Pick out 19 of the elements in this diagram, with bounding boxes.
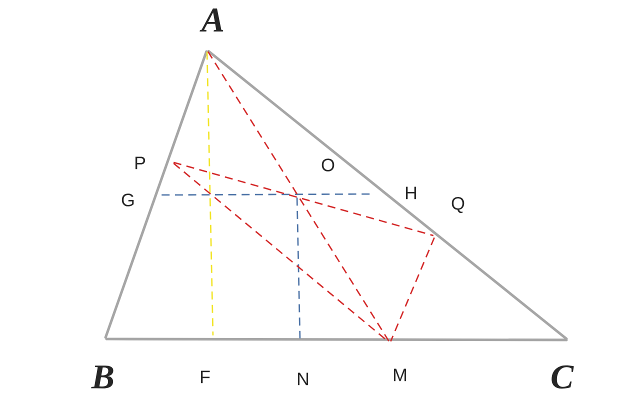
dashed-line <box>296 198 301 338</box>
point-label: M <box>394 368 406 382</box>
point-label: P <box>136 156 146 170</box>
dashed-line <box>207 51 390 342</box>
point-label: N <box>298 372 308 386</box>
triangle-side <box>105 338 568 342</box>
dashed-line <box>173 162 434 236</box>
dashed-line <box>390 237 435 342</box>
point-label: Q <box>452 197 464 213</box>
point-label: H <box>406 186 416 200</box>
point-label: G <box>122 194 134 206</box>
point-label: C <box>552 365 574 389</box>
point-label: B <box>91 366 114 388</box>
triangle-side <box>207 50 568 340</box>
triangle-side <box>104 50 208 339</box>
point-label: O <box>322 158 334 172</box>
dashed-line <box>206 52 214 336</box>
point-label: A <box>200 8 224 32</box>
point-label: F <box>201 370 210 384</box>
